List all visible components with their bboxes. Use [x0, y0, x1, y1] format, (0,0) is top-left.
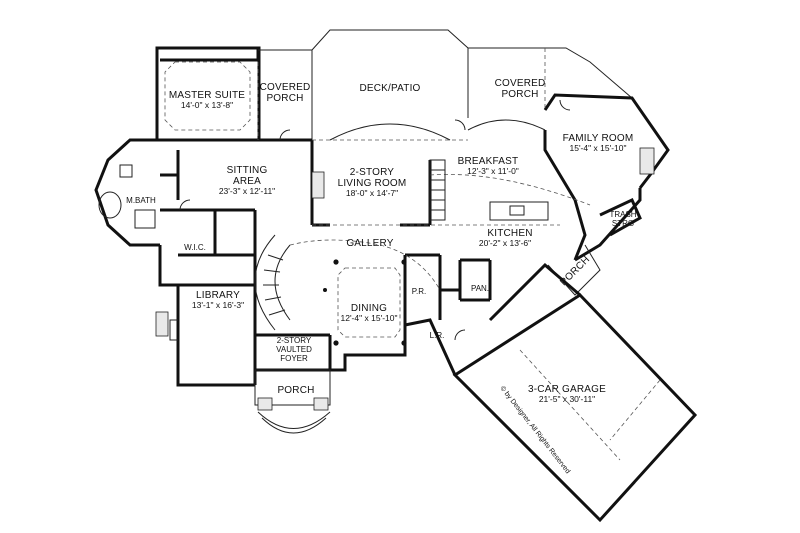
living-room-fireplace [311, 171, 325, 199]
living-room-bay [329, 123, 451, 141]
gallery-label: GALLERY [346, 238, 393, 249]
covered-porch-left-label-1: COVERED [260, 82, 311, 93]
trash-strg-label-1: TRASH [609, 210, 636, 219]
garage-walls [452, 293, 698, 523]
covered-porch-right-label-2: PORCH [501, 89, 538, 100]
kitchen-dims: 20'-2" x 13'-6" [479, 238, 531, 248]
library-fireplace [155, 311, 169, 337]
living-room-label-2: LIVING ROOM [338, 178, 407, 189]
breakfast-bay [467, 119, 546, 131]
pan-label: PAN. [471, 284, 489, 293]
library-label: LIBRARY [196, 290, 240, 301]
foyer-label-3: FOYER [280, 354, 308, 363]
master-suite-tray [164, 61, 251, 131]
toilet [119, 164, 133, 178]
family-room-fireplace [639, 147, 655, 175]
m-bath-walls [94, 138, 160, 247]
porch-front-label: PORCH [277, 385, 314, 396]
breakfast-label: BREAKFAST [458, 156, 519, 167]
garage-label: 3-CAR GARAGE [528, 384, 606, 395]
exterior-walls [94, 29, 698, 523]
garage-dims: 21'-5" x 30'-11" [539, 394, 595, 404]
wic-label: W.I.C. [184, 243, 206, 252]
interior-walls [160, 150, 492, 385]
kitchen-island [489, 201, 549, 221]
living-room-dims: 18'-0" x 14'-7" [346, 188, 398, 198]
deck-patio-outline [311, 29, 469, 118]
library-dims: 13'-1" x 16'-3" [192, 300, 244, 310]
dining-label: DINING [351, 303, 387, 314]
columns [323, 259, 407, 346]
sitting-area-label-2: AREA [233, 176, 261, 187]
master-suite-label: MASTER SUITE [169, 90, 245, 101]
living-room-label-1: 2-STORY [350, 167, 395, 178]
front-porch [254, 369, 331, 434]
breakfast-dims: 12'-3" x 11'-0" [467, 166, 519, 176]
lr-label: L.R. [430, 331, 445, 340]
foyer-label-1: 2-STORY [277, 336, 312, 345]
master-suite-dims: 14'-0" x 13'-8" [181, 100, 233, 110]
foyer-label-2: VAULTED [276, 345, 312, 354]
sitting-area-label-1: SITTING [227, 165, 268, 176]
shower [134, 209, 156, 229]
covered-porch-left-label-2: PORCH [266, 93, 303, 104]
kitchen-label: KITCHEN [487, 228, 532, 239]
sitting-area-dims: 23'-3" x 12'-11" [219, 186, 275, 196]
m-bath-label: M.BATH [126, 196, 156, 205]
family-room-walls [543, 93, 670, 189]
dining-dims: 12'-4" x 15'-10" [340, 313, 397, 323]
covered-porch-right-label-1: COVERED [495, 78, 546, 89]
trash-strg-walls [599, 197, 642, 237]
pr-label: P.R. [412, 287, 427, 296]
curved-staircase [254, 234, 291, 331]
deck-patio-label: DECK/PATIO [359, 83, 420, 94]
bathtub [98, 191, 122, 219]
trash-strg-label-2: STRG [612, 219, 634, 228]
dining-tray [337, 267, 401, 338]
covered-porch-right-outline [468, 47, 633, 99]
family-room-dims: 15'-4" x 15'-10" [569, 143, 626, 153]
straight-staircase [429, 159, 446, 221]
family-room-label: FAMILY ROOM [563, 133, 634, 144]
